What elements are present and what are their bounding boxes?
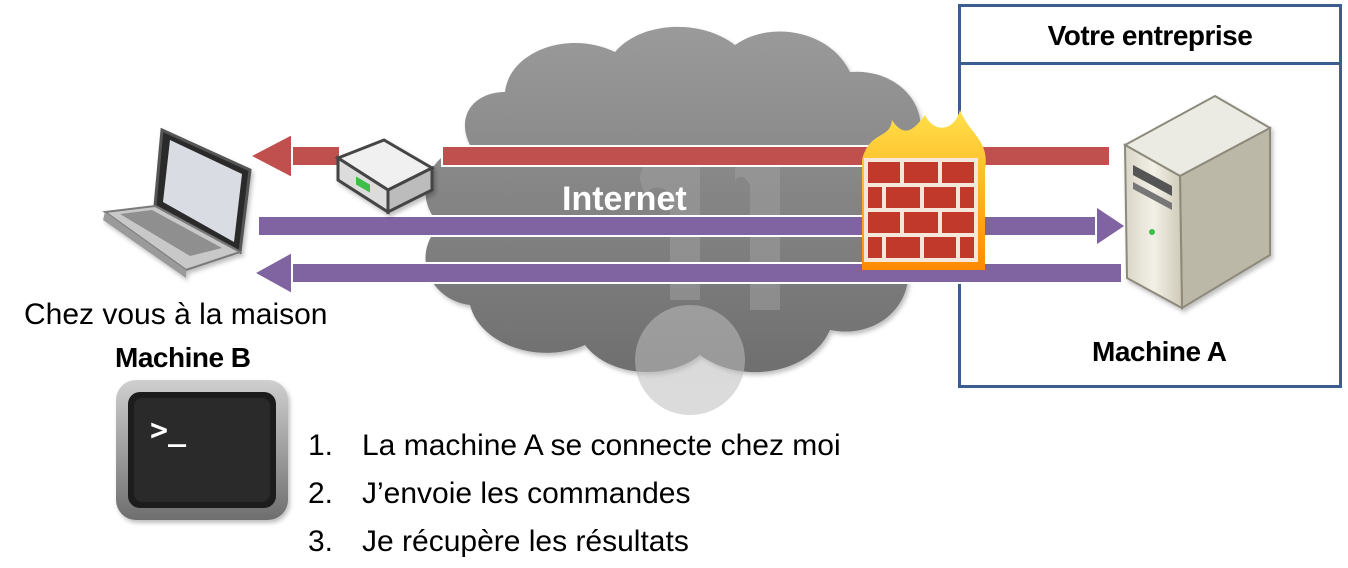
step-text: La machine A se connecte chez moi xyxy=(362,429,841,462)
cloud-label: Internet xyxy=(562,180,687,218)
home-label: Chez vous à la maison xyxy=(24,298,328,331)
router-icon xyxy=(334,138,436,215)
terminal-icon: >_ xyxy=(116,380,288,520)
firewall-icon xyxy=(862,110,986,270)
list-item: 2. J’envoie les commandes xyxy=(308,472,841,520)
machine-a-label: Machine A xyxy=(1092,336,1227,367)
steps-list: 1. La machine A se connecte chez moi 2. J’… xyxy=(308,424,841,568)
step-number: 2. xyxy=(308,477,334,510)
list-item: 1. La machine A se connecte chez moi xyxy=(308,424,841,472)
machine-b-label: Machine B xyxy=(115,342,251,373)
laptop-icon xyxy=(102,127,252,278)
company-box: Votre entreprise xyxy=(958,4,1342,388)
step-number: 3. xyxy=(308,525,334,558)
step-text: J’envoie les commandes xyxy=(362,477,691,510)
terminal-prompt: >_ xyxy=(150,413,187,448)
company-title: Votre entreprise xyxy=(961,7,1339,65)
server-icon xyxy=(1122,94,1273,310)
list-item: 3. Je récupère les résultats xyxy=(308,520,841,568)
step-text: Je récupère les résultats xyxy=(362,525,689,558)
step-number: 1. xyxy=(308,429,334,462)
